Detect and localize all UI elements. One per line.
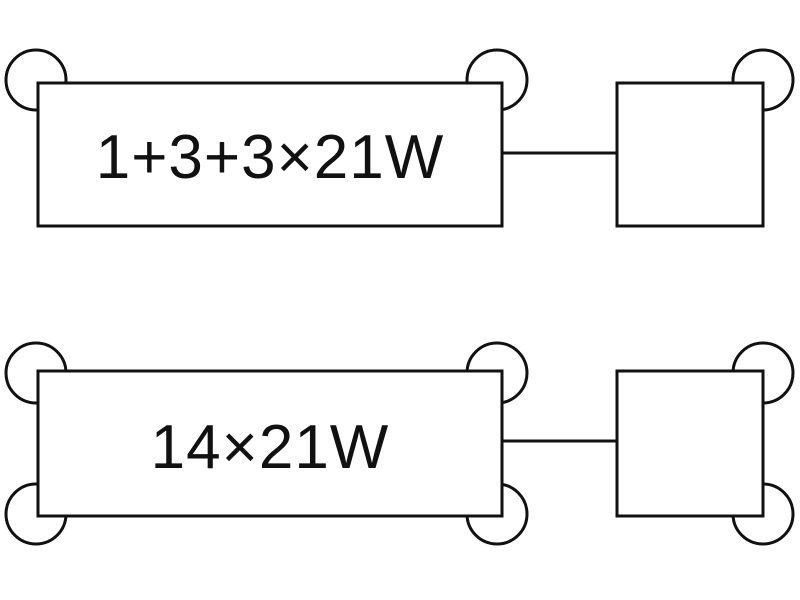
bottom-load-box [36,369,504,518]
top-lamp-left-icon [4,48,68,112]
top-load-box [36,81,504,228]
top-circuit: 1+3+3×21W [4,48,795,228]
top-load-label: 1+3+3×21W [96,123,445,192]
top-flasher-box [615,81,765,228]
bottom-circuit: 14×21W [4,341,795,546]
bottom-load-label: 14×21W [151,413,390,482]
bottom-flasher-box [615,369,765,518]
